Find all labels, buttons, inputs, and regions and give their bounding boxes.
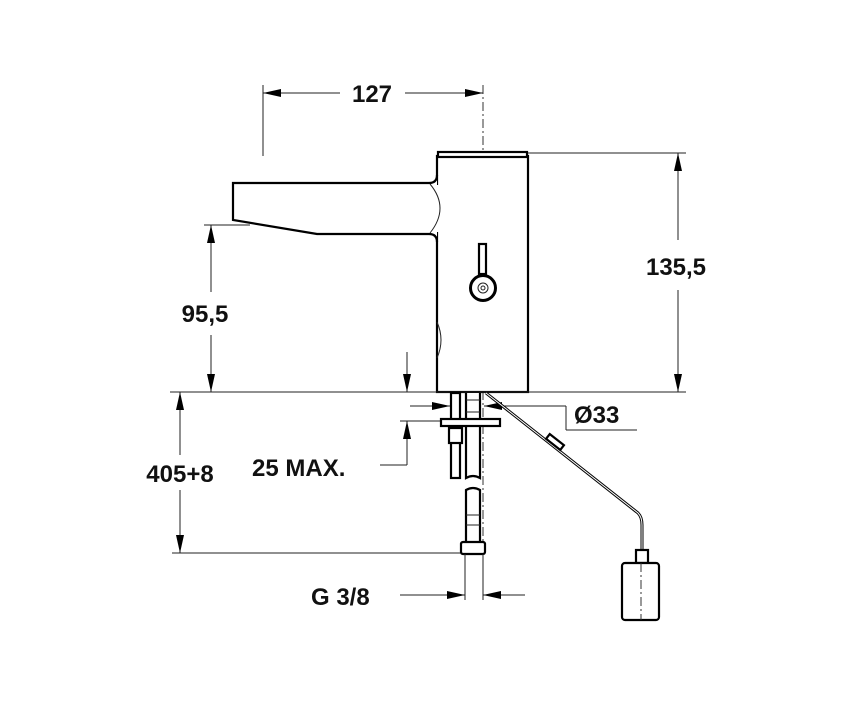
dimension-width: 127 — [262, 81, 483, 156]
nut — [447, 426, 464, 445]
faucet-body — [231, 150, 530, 394]
dimension-deck-thickness: 25 MAX. — [252, 352, 441, 482]
dimension-width-label: 127 — [352, 81, 392, 108]
dimension-spout-height-label: 95,5 — [182, 301, 229, 328]
dimension-spout-height: 95,5 — [182, 224, 250, 392]
battery-box-assembly — [485, 391, 661, 622]
dimension-deck-thickness-label: 25 MAX. — [252, 455, 345, 482]
dimension-pipe-length-label: 405+8 — [146, 461, 213, 488]
dimension-thread: G 3/8 — [311, 584, 525, 611]
dimension-hole-diameter-label: Ø33 — [574, 402, 619, 429]
dimension-hole-diameter: Ø33 — [410, 402, 637, 431]
knob — [469, 274, 497, 302]
cable-connector — [634, 548, 650, 565]
spout — [231, 174, 439, 243]
mounting-flange — [439, 417, 502, 428]
supply-pipe-lower — [464, 486, 482, 544]
mounting-hardware — [439, 391, 502, 600]
dimension-height-label: 135,5 — [646, 254, 706, 281]
sensor-slot — [477, 242, 488, 276]
dimension-pipe-length: 405+8 — [146, 392, 462, 554]
dimension-height: 135,5 — [528, 152, 706, 392]
connection-nut — [459, 540, 487, 556]
dimension-thread-label: G 3/8 — [311, 584, 370, 611]
supply-pipe-upper — [464, 393, 482, 480]
